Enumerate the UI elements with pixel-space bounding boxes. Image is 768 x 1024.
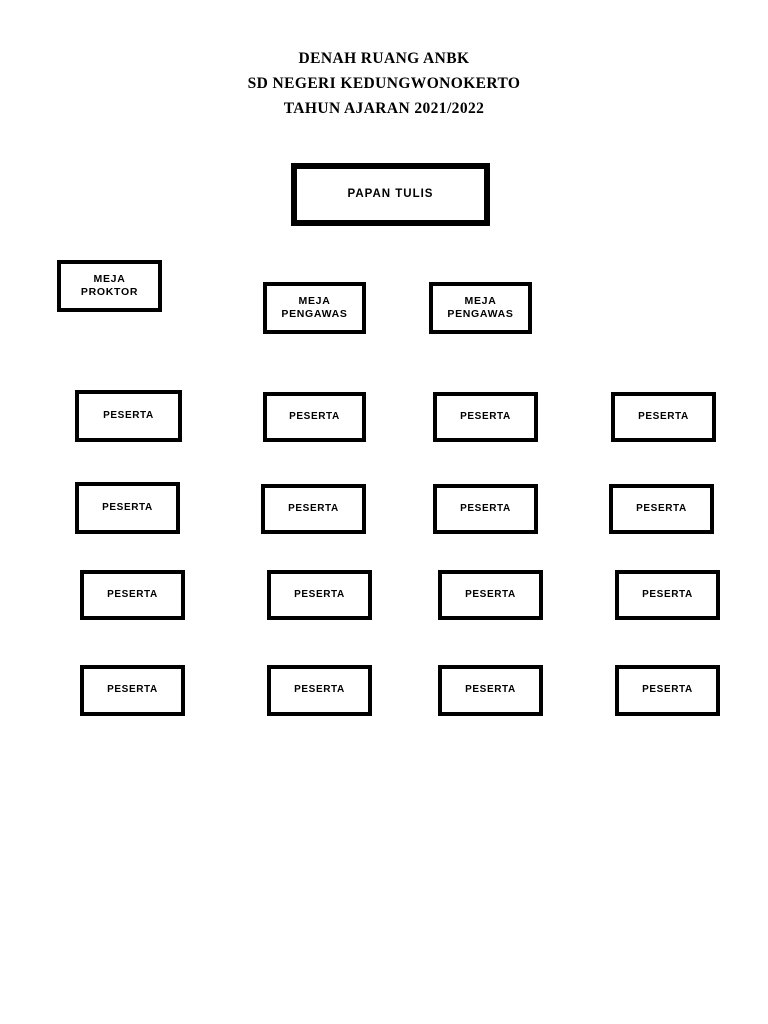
participant-seat-label: PESERTA xyxy=(102,501,153,513)
supervisor-desk-box-1: MEJA PENGAWAS xyxy=(263,282,366,334)
participant-seat-r4c2: PESERTA xyxy=(267,665,372,716)
participant-seat-r2c3: PESERTA xyxy=(433,484,538,534)
participant-seat-label: PESERTA xyxy=(107,684,158,696)
whiteboard-label: PAPAN TULIS xyxy=(347,188,434,201)
proctor-desk-box: MEJA PROKTOR xyxy=(57,260,162,312)
participant-seat-r2c4: PESERTA xyxy=(609,484,714,534)
participant-seat-r2c2: PESERTA xyxy=(261,484,366,534)
participant-seat-label: PESERTA xyxy=(642,684,693,696)
participant-seat-label: PESERTA xyxy=(294,588,345,600)
supervisor-desk-label: MEJA PENGAWAS xyxy=(447,294,514,320)
document-title: DENAH RUANG ANBK SD NEGERI KEDUNGWONOKER… xyxy=(0,46,768,121)
title-line-3: TAHUN AJARAN 2021/2022 xyxy=(283,100,485,117)
participant-seat-r1c3: PESERTA xyxy=(433,392,538,442)
proctor-desk-label: MEJA PROKTOR xyxy=(80,272,139,298)
participant-seat-label: PESERTA xyxy=(638,410,689,422)
participant-seat-label: PESERTA xyxy=(103,409,154,421)
participant-seat-r4c4: PESERTA xyxy=(615,665,720,716)
participant-seat-label: PESERTA xyxy=(107,588,158,600)
participant-seat-r4c1: PESERTA xyxy=(80,665,185,716)
participant-seat-label: PESERTA xyxy=(465,588,516,600)
supervisor-desk-label: MEJA PENGAWAS xyxy=(281,294,348,320)
participant-seat-r3c1: PESERTA xyxy=(80,570,185,620)
participant-seat-label: PESERTA xyxy=(288,502,339,514)
participant-seat-label: PESERTA xyxy=(294,684,345,696)
participant-seat-label: PESERTA xyxy=(460,502,511,514)
participant-seat-r3c4: PESERTA xyxy=(615,570,720,620)
title-line-1: DENAH RUANG ANBK xyxy=(298,50,470,67)
title-line-2: SD NEGERI KEDUNGWONOKERTO xyxy=(247,75,521,92)
participant-seat-r2c1: PESERTA xyxy=(75,482,180,534)
participant-seat-label: PESERTA xyxy=(642,588,693,600)
participant-seat-r4c3: PESERTA xyxy=(438,665,543,716)
participant-seat-r1c4: PESERTA xyxy=(611,392,716,442)
participant-seat-r1c1: PESERTA xyxy=(75,390,182,442)
participant-seat-r1c2: PESERTA xyxy=(263,392,366,442)
supervisor-desk-box-2: MEJA PENGAWAS xyxy=(429,282,532,334)
participant-seat-label: PESERTA xyxy=(465,684,516,696)
participant-seat-r3c2: PESERTA xyxy=(267,570,372,620)
participant-seat-label: PESERTA xyxy=(460,410,511,422)
participant-seat-r3c3: PESERTA xyxy=(438,570,543,620)
participant-seat-label: PESERTA xyxy=(289,410,340,422)
participant-seat-label: PESERTA xyxy=(636,502,687,514)
whiteboard-box: PAPAN TULIS xyxy=(291,163,490,226)
